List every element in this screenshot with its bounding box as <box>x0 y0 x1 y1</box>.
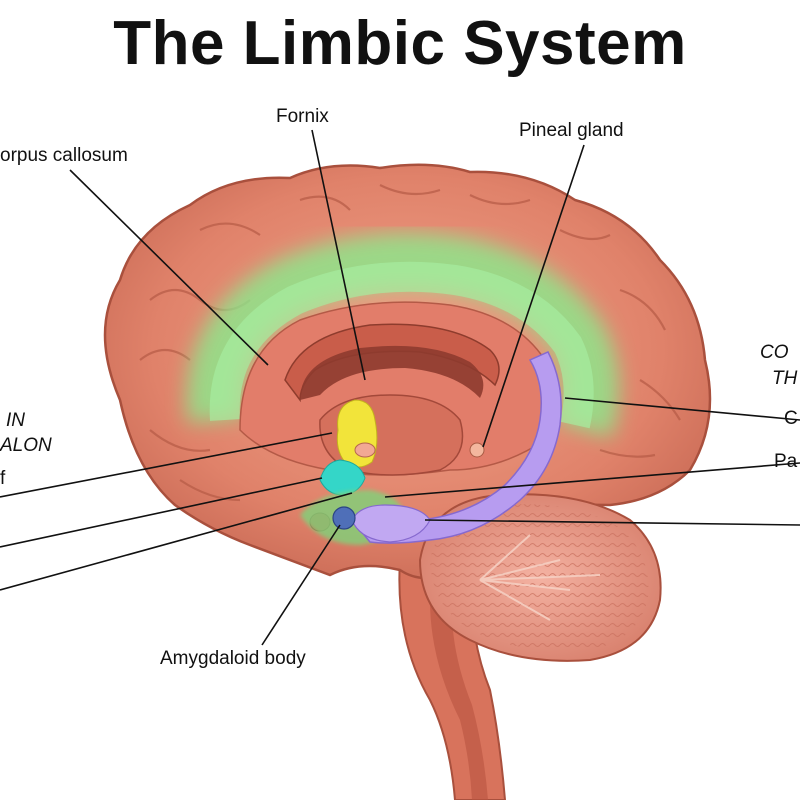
leader-lines <box>0 129 800 646</box>
yellow-structure <box>336 399 378 468</box>
pineal-shape <box>469 442 485 458</box>
leader-cingulate <box>564 397 800 421</box>
fornix-shape <box>300 345 484 400</box>
leader-fornix <box>311 129 366 381</box>
diagram-title: The Limbic System <box>113 9 687 78</box>
label-cortical-line1: CO <box>760 342 789 363</box>
label-cingulate-partial: C <box>784 408 798 429</box>
leader-parahippocampal <box>384 462 800 498</box>
label-left-partial: f <box>0 468 6 489</box>
leader-corpus-callosum <box>69 169 269 366</box>
amygdala <box>332 506 356 530</box>
leader-pineal <box>482 144 585 448</box>
leader-left-1 <box>0 432 333 498</box>
label-diencephalon-line2: ALON <box>0 435 52 456</box>
label-parahippocampal-partial: Pa <box>774 451 798 472</box>
label-fornix: Fornix <box>276 106 329 127</box>
leader-hippocampus <box>424 519 800 526</box>
label-diencephalon-line1: IN <box>6 410 25 431</box>
leader-left-3 <box>0 492 353 591</box>
cingulate-gyrus <box>209 261 594 429</box>
label-pineal-gland: Pineal gland <box>519 120 624 141</box>
arbor-vitae <box>479 534 601 621</box>
brain-stem-highlight <box>430 600 488 800</box>
leader-amygdala <box>261 524 341 646</box>
hippocampus <box>358 351 562 544</box>
label-cortical-line2: TH <box>772 368 798 389</box>
mammillary-body <box>354 442 376 458</box>
label-corpus-callosum: orpus callosum <box>0 145 128 166</box>
label-amygdaloid-body: Amygdaloid body <box>160 648 306 669</box>
leader-left-2 <box>0 477 323 548</box>
